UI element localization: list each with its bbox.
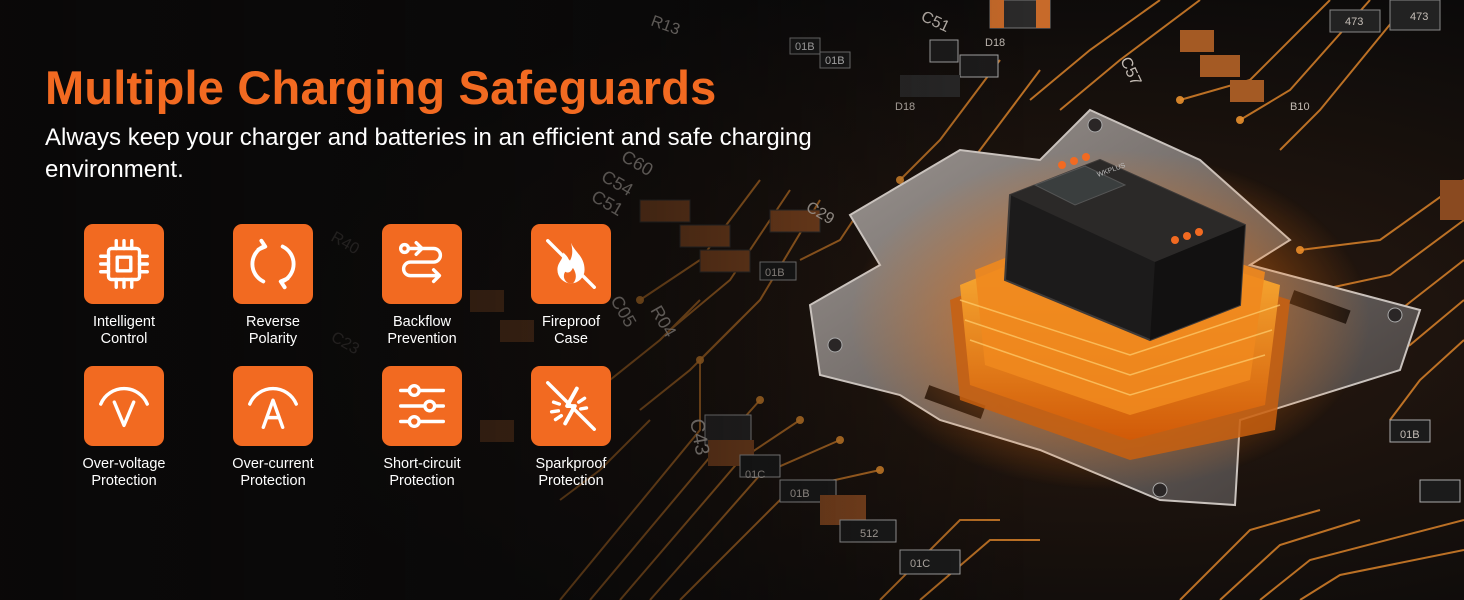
short-circuit-icon <box>382 366 462 446</box>
page-subtitle: Always keep your charger and batteries i… <box>45 124 812 183</box>
over-current-icon <box>233 366 313 446</box>
chip-icon <box>84 224 164 304</box>
over-voltage-icon <box>84 366 164 446</box>
fireproof-icon <box>531 224 611 304</box>
sparkproof-icon <box>531 366 611 446</box>
reverse-polarity-icon <box>233 224 313 304</box>
charger-device: WKPLUS <box>1003 153 1247 342</box>
backflow-icon <box>382 224 462 304</box>
page-title: Multiple Charging Safeguards <box>45 61 717 114</box>
